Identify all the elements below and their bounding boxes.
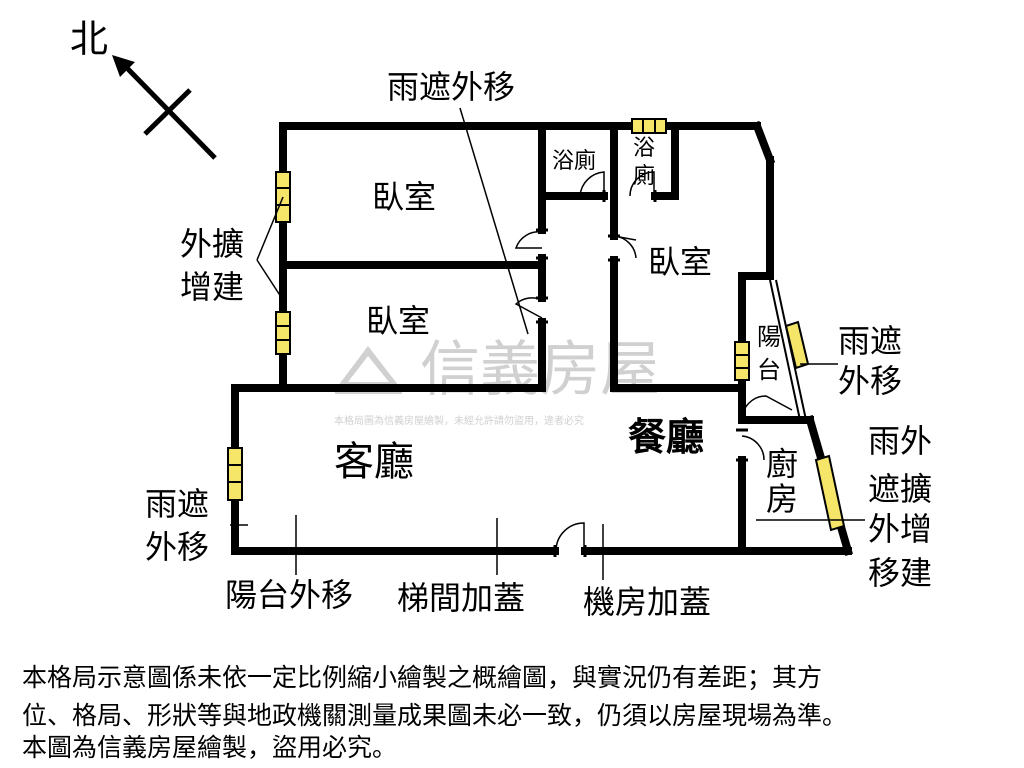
annotation-rain-shelter-moved-line1: 雨遮 — [838, 322, 902, 360]
room-label-balcony-line1: 陽 — [757, 323, 781, 351]
room-label-bedroom: 臥室 — [372, 178, 436, 216]
room-label-bathroom-line1: 浴 — [633, 136, 655, 161]
window — [275, 311, 291, 355]
annotation-rain-ext-line4: 移建 — [868, 554, 932, 592]
room-label-dining-room: 餐廳 — [628, 415, 704, 459]
window — [814, 454, 846, 532]
room-label-bedroom: 臥室 — [648, 243, 712, 281]
annotation-rain-ext-line3: 外增 — [868, 510, 932, 548]
room-label-kitchen-line1: 廚 — [766, 445, 798, 483]
annotation-labels: 雨遮外移 外擴 增建 雨遮 外移 雨外 遮擴 外增 移建 雨遮 外移 陽台外移 … — [145, 68, 932, 621]
north-label: 北 — [70, 17, 108, 61]
room-labels: 臥室 臥室 臥室 浴廁 浴 廁 客廳 餐廳 廚 房 陽 台 — [334, 136, 798, 518]
room-label-living-room: 客廳 — [334, 439, 414, 485]
annotation-machine-room-added: 機房加蓋 — [583, 583, 711, 621]
watermark-notice: 本格局圖為信義房屋繪製，未經允許請勿盜用，違者必究 — [334, 414, 584, 427]
north-compass: 北 — [70, 17, 217, 160]
annotation-rain-shelter-left-line1: 雨遮 — [145, 485, 209, 523]
door — [514, 231, 543, 249]
annotation-exterior-extension-line1: 外擴 — [180, 225, 244, 263]
room-label-bathroom-line2: 廁 — [633, 164, 655, 189]
annotation-stairwell-added: 梯間加蓋 — [397, 579, 525, 617]
annotation-rain-ext-line2: 遮擴 — [868, 470, 932, 508]
disclaimer-line-1: 本格局示意圖係未依一定比例縮小繪製之概繪圖，與實況仍有差距；其方 — [22, 663, 823, 692]
annotation-balcony-moved: 陽台外移 — [225, 576, 353, 614]
door — [741, 395, 793, 421]
window — [227, 447, 243, 501]
annotation-rain-ext-line1: 雨外 — [868, 422, 932, 460]
room-label-kitchen-line2: 房 — [766, 480, 798, 518]
door — [579, 171, 605, 197]
door — [629, 171, 655, 197]
north-arrow-icon — [112, 55, 135, 77]
door — [741, 435, 765, 461]
annotation-rain-shelter-moved: 雨遮外移 — [387, 68, 515, 106]
annotation-rain-shelter-moved-line2: 外移 — [838, 362, 902, 400]
annotation-exterior-extension-line2: 增建 — [180, 268, 244, 306]
door — [555, 522, 585, 552]
room-label-balcony-line2: 台 — [757, 356, 781, 384]
disclaimer-line-2: 位、格局、形狀等與地政機關測量成果圖未必一致，仍須以房屋現場為準。 — [22, 701, 848, 730]
room-label-bathroom: 浴廁 — [552, 149, 596, 174]
floor-plan: 信義房屋 本格局圖為信義房屋繪製，未經允許請勿盜用，違者必究 北 — [70, 17, 932, 621]
disclaimer-line-3: 本圖為信義房屋繪製，盜用必究。 — [22, 733, 398, 762]
room-label-bedroom: 臥室 — [366, 302, 430, 340]
leader-lines — [230, 107, 865, 580]
door-jambs — [536, 190, 748, 557]
window — [631, 118, 667, 134]
window — [734, 341, 750, 381]
windows — [227, 118, 846, 532]
annotation-rain-shelter-left-line2: 外移 — [145, 528, 209, 566]
